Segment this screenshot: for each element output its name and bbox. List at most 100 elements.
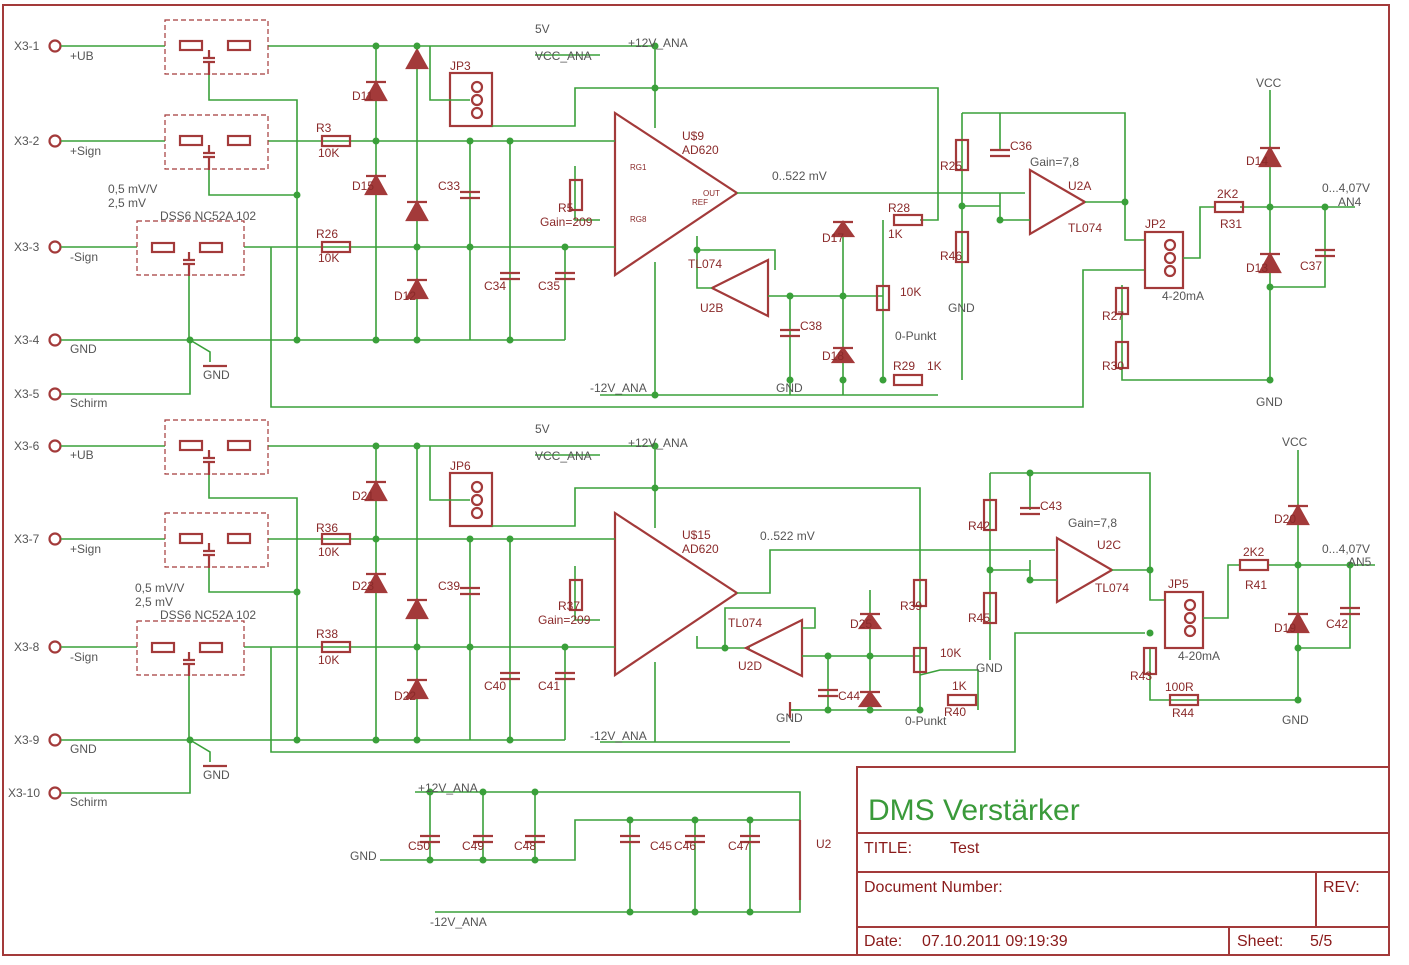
ref-label: R41 [1245, 578, 1267, 592]
ref-label: U$9 [682, 129, 704, 143]
ref-label: R37 [558, 599, 580, 613]
ma-label: 4-20mA [1162, 289, 1204, 303]
sens-label: 0,5 mV/V [108, 182, 157, 196]
ref-label: C41 [538, 679, 560, 693]
conn-label: X3-8 [14, 640, 40, 654]
net-label: -12V_ANA [590, 729, 647, 743]
ref-label: C50 [408, 839, 430, 853]
value-label: 10K [318, 545, 339, 559]
docnum-label: Document Number: [864, 879, 1003, 896]
net-label: GND [203, 368, 230, 382]
ref-label: C43 [1040, 499, 1062, 513]
net-label: -Sign [70, 250, 98, 264]
conn-label: X3-9 [14, 733, 40, 747]
channel-1 [48, 19, 1355, 408]
net-label: AN4 [1338, 195, 1362, 209]
net-label: VCC [1282, 435, 1308, 449]
ref-label: R25 [940, 159, 962, 173]
net-label: +UB [70, 448, 94, 462]
ref-label: D15 [352, 179, 374, 193]
ref-label: C34 [484, 279, 506, 293]
gain-label: Gain=7,8 [1068, 516, 1117, 530]
ref-label: D18 [822, 349, 844, 363]
net-label: GND [976, 661, 1003, 675]
ref-label: U2D [738, 659, 762, 673]
value-label: 100R [1165, 680, 1194, 694]
value-label: 2K2 [1243, 545, 1265, 559]
net-label: GND [1256, 395, 1283, 409]
net-label: GND [350, 849, 377, 863]
net-label: GND [776, 711, 803, 725]
net-label: +12V_ANA [628, 436, 688, 450]
pin-name: OUT [703, 189, 720, 198]
conn-label: X3-7 [14, 532, 40, 546]
ref-label: C45 [650, 839, 672, 853]
net-label: VCC_ANA [535, 49, 592, 63]
nullp-label: 0-Punkt [905, 714, 947, 728]
net-label: GND [776, 381, 803, 395]
ref-label: R29 [893, 359, 915, 373]
value-label: TL074 [1095, 581, 1129, 595]
pin-name: REF [692, 198, 708, 207]
text-labels: X3-1 X3-2 X3-3 X3-4 X3-5 X3-6 X3-7 X3-8 … [8, 22, 1372, 929]
ref-label: D20 [1274, 512, 1296, 526]
gain-label: Gain=7,8 [1030, 155, 1079, 169]
ref-label: R36 [316, 521, 338, 535]
date-label: Date: [864, 933, 902, 950]
sens-label: 0,5 mV/V [135, 581, 184, 595]
value-label: 1K [952, 679, 967, 693]
ref-label: C46 [674, 839, 696, 853]
value-label: 1K [927, 359, 942, 373]
net-label: VCC [1256, 76, 1282, 90]
conn-label: X3-4 [14, 333, 40, 347]
ref-label: R40 [944, 705, 966, 719]
value-label: 1K [888, 227, 903, 241]
out-label: 0..522 mV [760, 529, 815, 543]
net-label: +12V_ANA [418, 781, 478, 795]
net-label: AN5 [1348, 555, 1372, 569]
pin-name: RG1 [630, 163, 647, 172]
ref-label: R5 [558, 201, 574, 215]
ref-label: R27 [1102, 309, 1124, 323]
out-label: 0...4,07V [1322, 181, 1370, 195]
net-label: 5V [535, 422, 550, 436]
net-label: -12V_ANA [430, 915, 487, 929]
net-label: Schirm [70, 396, 107, 410]
ref-label: JP3 [450, 59, 471, 73]
ref-label: D22 [394, 689, 416, 703]
net-label: GND [203, 768, 230, 782]
value-label: 10K [940, 646, 961, 660]
ref-label: JP5 [1168, 577, 1189, 591]
value-label: Gain=209 [540, 215, 593, 229]
ref-label: R42 [968, 519, 990, 533]
net-label: -12V_ANA [590, 381, 647, 395]
net-label: 5V [535, 22, 550, 36]
net-label: +Sign [70, 144, 101, 158]
ref-label: D21 [352, 489, 374, 503]
ref-label: D25 [850, 617, 872, 631]
ref-label: D17 [822, 231, 844, 245]
ref-label: R38 [316, 627, 338, 641]
net-label: +12V_ANA [628, 36, 688, 50]
ref-label: D11 [352, 89, 373, 103]
ref-label: R28 [888, 201, 910, 215]
ref-label: C40 [484, 679, 506, 693]
ref-label: U2A [1068, 179, 1091, 193]
ref-label: JP2 [1145, 217, 1166, 231]
value-label: Gain=209 [538, 613, 591, 627]
value-label: AD620 [682, 143, 719, 157]
conn-label: X3-1 [14, 39, 40, 53]
ref-label: R30 [1102, 359, 1124, 373]
ref-label: C35 [538, 279, 560, 293]
net-label: -Sign [70, 650, 98, 664]
ref-label: D14 [1246, 154, 1268, 168]
value-label: 10K [318, 251, 339, 265]
sheet-label: Sheet: [1237, 933, 1283, 950]
schematic-title: DMS Verstärker [868, 794, 1080, 827]
value-label: TL074 [728, 616, 762, 630]
ref-label: U2B [700, 301, 723, 315]
ref-label: R46 [940, 249, 962, 263]
ref-label: C38 [800, 319, 822, 333]
ref-label: R44 [1172, 706, 1194, 720]
